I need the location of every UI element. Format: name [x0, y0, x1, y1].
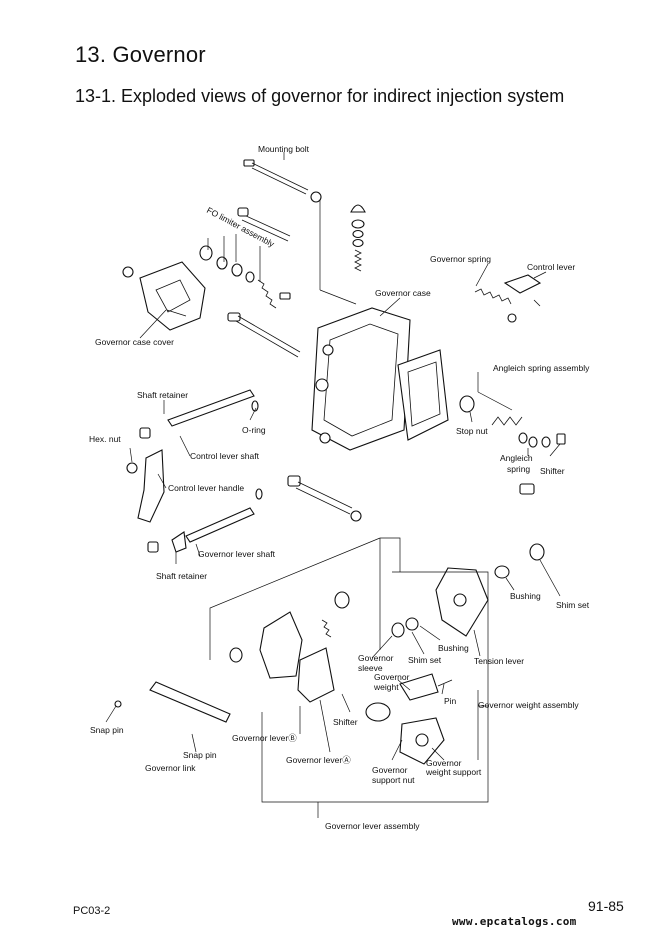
label-governor-link: Governor link — [145, 763, 196, 773]
page-number: 91-85 — [588, 898, 624, 914]
governor-spring-part — [474, 274, 542, 323]
label-bushing-mid: Bushing — [438, 643, 469, 653]
governor-lever-part — [229, 591, 350, 703]
label-stop-nut: Stop nut — [456, 426, 488, 436]
mounting-bolt-part — [243, 159, 322, 203]
assembly-brackets — [209, 537, 489, 818]
governor-case-cover-part — [122, 261, 206, 331]
label-o-ring: O-ring — [242, 425, 266, 435]
label-shifter-bottom: Shifter — [333, 717, 358, 727]
label-governor-weight-line1: Governor — [374, 672, 410, 682]
label-governor-support-nut-line2: support nut — [372, 775, 415, 785]
label-governor-case: Governor case — [375, 288, 431, 298]
label-angleich-spring-line1: Angleich — [500, 453, 533, 463]
governor-link-part — [114, 681, 231, 723]
watermark-text: www.epcatalogs.com — [452, 915, 577, 928]
label-shaft-retainer-bottom: Shaft retainer — [156, 571, 207, 581]
label-angleich-spring-assembly: Angleich spring assembly — [493, 363, 590, 373]
label-governor-lever-a: Governor leverⒶ — [286, 755, 351, 765]
label-governor-lever-shaft: Governor lever shaft — [198, 549, 276, 559]
label-snap-pin-bottom: Snap pin — [183, 750, 217, 760]
section-subtitle: 13-1. Exploded views of governor for ind… — [75, 86, 565, 106]
label-shifter-top: Shifter — [540, 466, 565, 476]
label-angleich-spring-line2: spring — [507, 464, 530, 474]
governor-case-part — [311, 307, 449, 451]
label-tension-lever: Tension lever — [474, 656, 524, 666]
label-shim-set-top: Shim set — [556, 600, 590, 610]
label-governor-spring: Governor spring — [430, 254, 491, 264]
label-governor-sleeve-line1: Governor — [358, 653, 394, 663]
document-code: PC03-2 — [73, 905, 111, 917]
page-title: 13. Governor — [75, 42, 206, 67]
label-mounting-bolt: Mounting bolt — [258, 144, 310, 154]
lower-bolt-part — [287, 475, 362, 522]
label-governor-case-cover: Governor case cover — [95, 337, 174, 347]
top-nut-stack-part — [350, 204, 366, 272]
tension-lever-part — [391, 543, 545, 638]
leader-lines — [105, 152, 561, 761]
label-pin: Pin — [444, 696, 457, 706]
fo-limiter-part — [199, 207, 291, 309]
long-bolt-part — [227, 312, 301, 358]
governor-lever-shaft-part — [147, 488, 263, 553]
label-governor-sleeve-line2: sleeve — [358, 663, 383, 673]
label-governor-support-nut-line1: Governor — [372, 765, 408, 775]
label-shaft-retainer-top: Shaft retainer — [137, 390, 188, 400]
label-shim-set-mid: Shim set — [408, 655, 442, 665]
label-governor-weight-line2: weight — [373, 682, 399, 692]
label-governor-weight-support-line2: weight support — [425, 767, 482, 777]
angleich-spring-part — [459, 395, 566, 495]
label-bushing-top: Bushing — [510, 591, 541, 601]
label-governor-lever-b: Governor leverⒷ — [232, 733, 297, 743]
label-governor-weight-support-line1: Governor — [426, 758, 462, 768]
label-snap-pin-left: Snap pin — [90, 725, 124, 735]
label-control-lever: Control lever — [527, 262, 575, 272]
label-governor-weight-assembly: Governor weight assembly — [478, 700, 579, 710]
governor-weight-part — [365, 673, 453, 765]
label-control-lever-handle: Control lever handle — [168, 483, 244, 493]
control-lever-shaft-part — [139, 389, 259, 439]
label-governor-lever-assembly: Governor lever assembly — [325, 821, 420, 831]
label-hex-nut: Hex. nut — [89, 434, 121, 444]
label-control-lever-shaft: Control lever shaft — [190, 451, 260, 461]
control-lever-handle-part — [126, 449, 165, 523]
